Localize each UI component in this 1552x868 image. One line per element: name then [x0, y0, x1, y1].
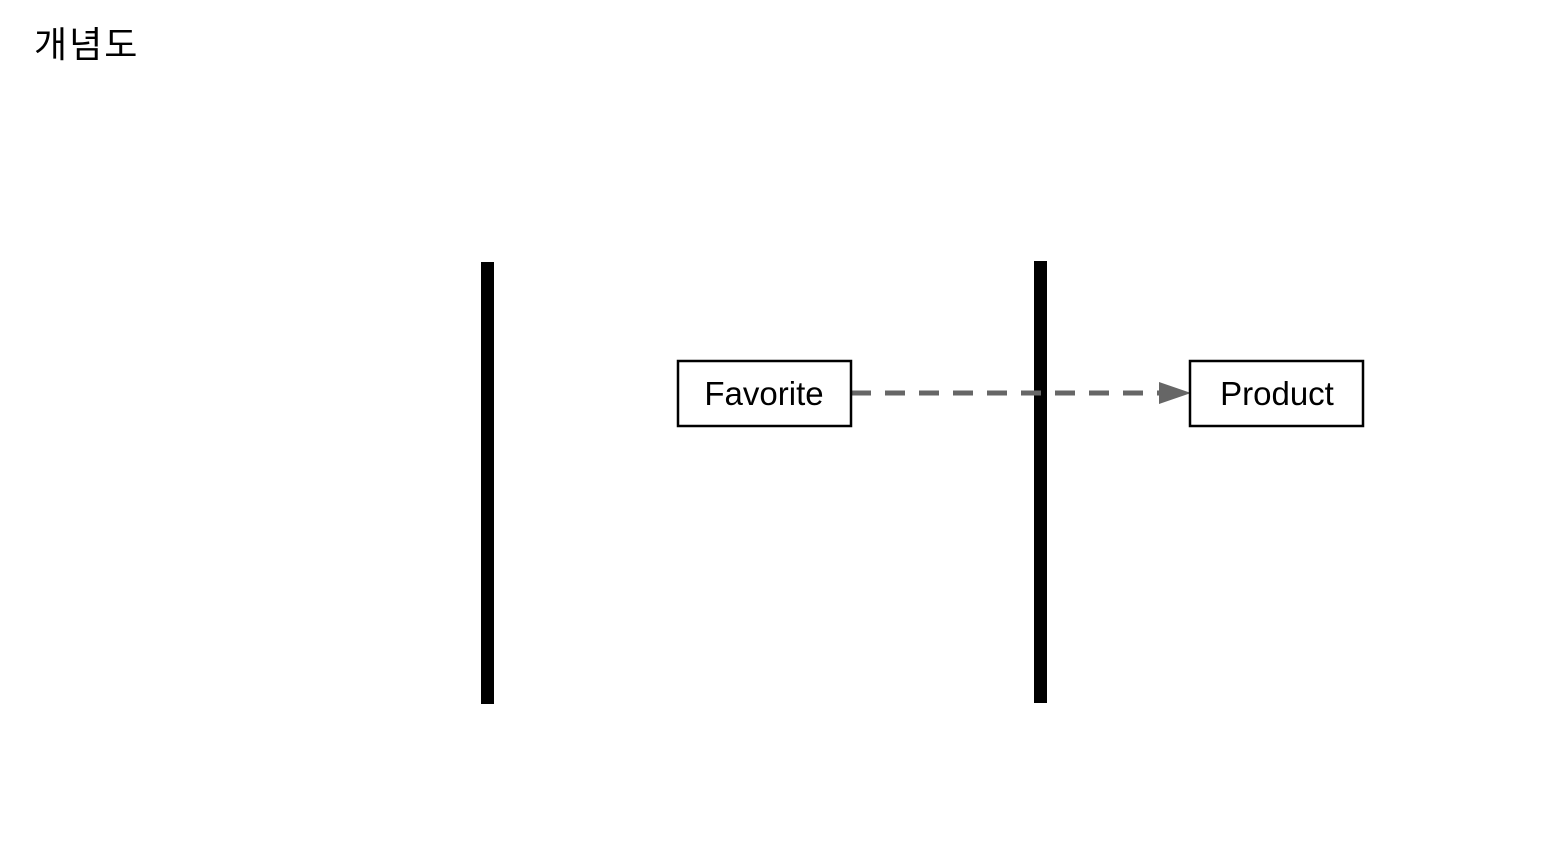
- right-divider: [1034, 261, 1047, 703]
- favorite-node-label: Favorite: [704, 375, 823, 412]
- product-node[interactable]: Product: [1188, 359, 1365, 428]
- left-divider: [481, 262, 494, 704]
- product-node-box: [1188, 359, 1365, 428]
- favorite-node[interactable]: Favorite: [676, 359, 853, 428]
- page-title: 개념도: [34, 25, 140, 66]
- product-node-label: Product: [1220, 375, 1334, 412]
- favorite-node-box: [676, 359, 853, 428]
